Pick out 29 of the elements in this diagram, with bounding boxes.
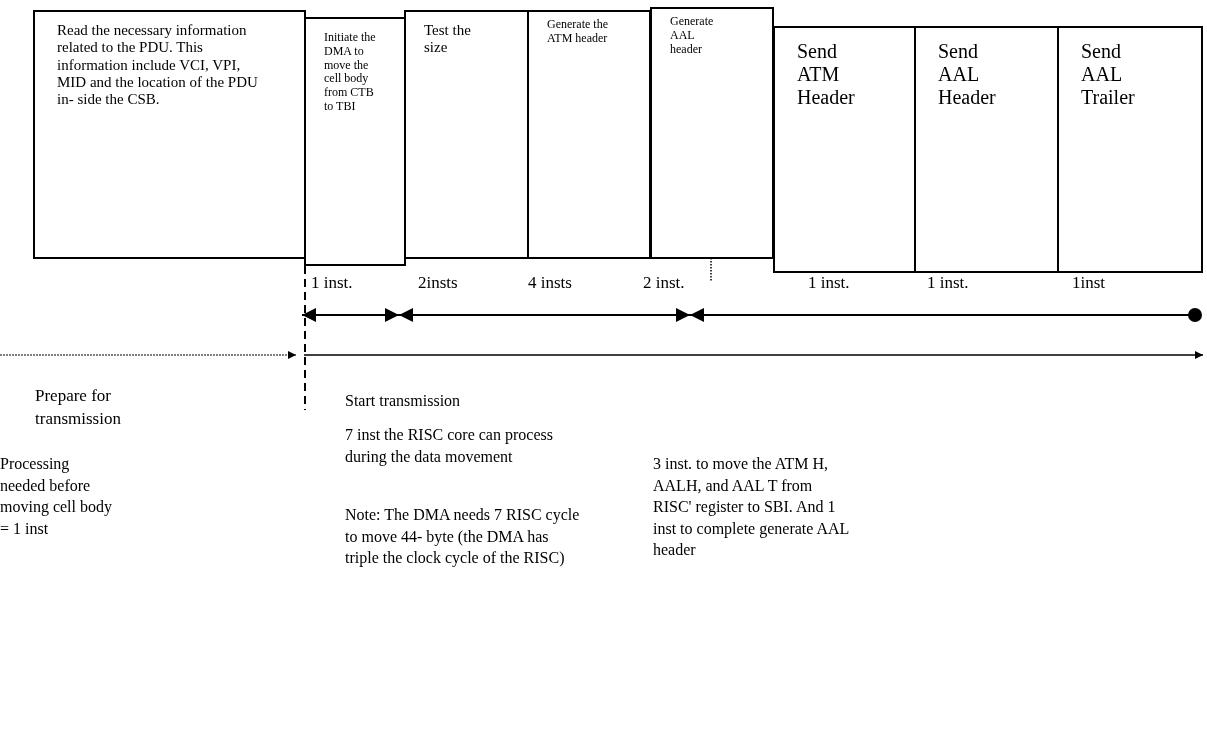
step-text: Generate the ATM header	[547, 18, 609, 46]
note-text: Note: The DMA needs 7 RISC cycle to move 44- byte (the DMA has triple the clock cycle of the RISC)	[345, 505, 580, 569]
phase-label: Start transmission	[345, 391, 462, 411]
phase-label: Prepare for transmission	[35, 385, 122, 430]
process-box	[33, 10, 306, 259]
process-box	[773, 26, 916, 273]
process-box	[914, 26, 1059, 273]
step-text: Read the necessary information related to the PDU. This information include VCI, VPI, MID and the location of the PDU in- side the CSB.	[57, 22, 259, 109]
step-text: Send AAL Trailer	[1081, 40, 1136, 109]
duration-label: 1 inst.	[927, 272, 970, 294]
duration-label: 1inst	[1072, 272, 1107, 294]
process-box	[527, 10, 651, 259]
step-text: Send ATM Header	[797, 40, 856, 109]
duration-label: 4 insts	[528, 272, 573, 294]
note-text: 7 inst the RISC core can process during the data movement	[345, 425, 554, 468]
process-box	[1057, 26, 1203, 273]
note-text: 3 inst. to move the ATM H, AALH, and AAL T from RISC' register to SBI. And 1 inst to complete generate AAL header	[653, 454, 850, 561]
step-text: Generate AAL header	[670, 15, 715, 57]
duration-label: 1 inst.	[808, 272, 851, 294]
duration-label: 2 inst.	[643, 272, 686, 294]
process-box	[304, 17, 406, 266]
duration-label: 1 inst.	[311, 272, 354, 294]
note-text: Processing needed before moving cell body = 1 inst	[0, 454, 113, 539]
step-text: Test the size	[424, 22, 472, 57]
process-box	[404, 10, 529, 259]
process-box	[650, 7, 774, 259]
duration-label: 2insts	[418, 272, 459, 294]
step-text: Send AAL Header	[938, 40, 997, 109]
step-text: Initiate the DMA to move the cell body from CTB to TBI	[324, 31, 377, 114]
